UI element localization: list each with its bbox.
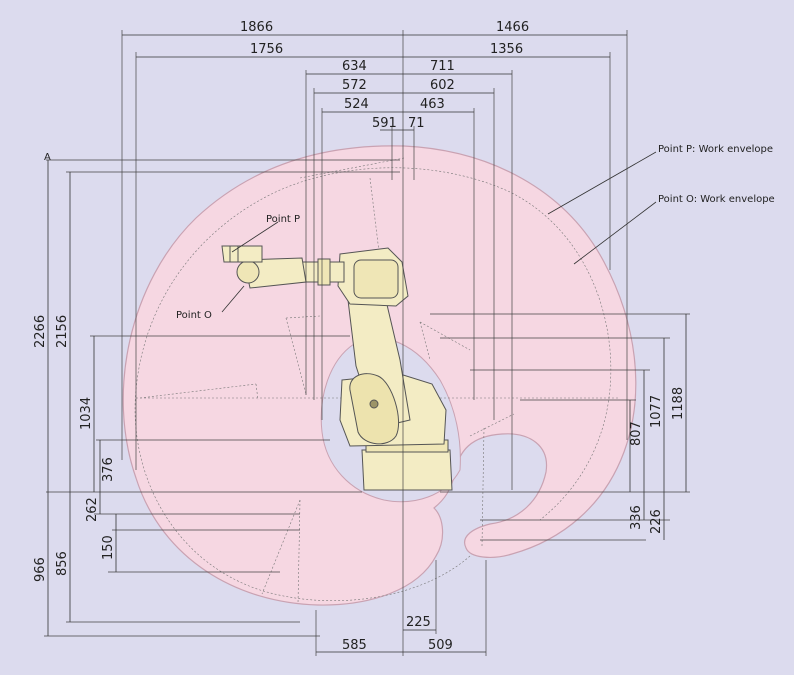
label-point-p: Point P — [266, 214, 300, 225]
dim-634: 634 — [342, 59, 367, 74]
label-leaders — [221, 151, 657, 313]
dim-602: 602 — [430, 78, 455, 93]
dim-509: 509 — [428, 638, 453, 653]
left-dimension-lines: A — [44, 152, 400, 637]
dim-1866: 1866 — [240, 20, 273, 35]
dim-1034: 1034 — [79, 397, 94, 430]
bottom-dimension-lines — [315, 560, 487, 656]
label-point-o: Point O — [176, 310, 212, 321]
dim-2156: 2156 — [55, 315, 70, 348]
top-dimension-lines — [121, 30, 628, 656]
reference-mark-a: A — [44, 152, 51, 163]
dim-1077: 1077 — [649, 395, 664, 428]
dim-591: 591 — [372, 116, 397, 131]
robot-joint-bolt — [369, 399, 379, 409]
label-point-p-envelope: Point P: Work envelope — [658, 144, 773, 155]
dim-226: 226 — [649, 509, 664, 534]
dim-336: 336 — [629, 505, 644, 530]
dim-262: 262 — [85, 497, 100, 522]
robot-housing-panel — [353, 259, 399, 299]
robot-joint-plate — [349, 373, 400, 445]
dim-2266: 2266 — [33, 315, 48, 348]
dim-711: 711 — [430, 59, 455, 74]
robot-forearm-joint — [317, 258, 331, 286]
work-envelope-point-o — [134, 167, 612, 602]
dim-524: 524 — [344, 97, 369, 112]
dim-1756: 1756 — [250, 42, 283, 57]
label-point-o-envelope: Point O: Work envelope — [658, 194, 775, 205]
right-dimension-lines — [430, 313, 690, 541]
dim-463: 463 — [420, 97, 445, 112]
dim-1188: 1188 — [671, 387, 686, 420]
robot-illustration — [221, 245, 453, 491]
robot-tool-flange — [221, 245, 263, 263]
dim-585: 585 — [342, 638, 367, 653]
dim-1466: 1466 — [496, 20, 529, 35]
dim-966: 966 — [33, 557, 48, 582]
dim-807: 807 — [629, 421, 644, 446]
dim-225: 225 — [406, 615, 431, 630]
dim-1356: 1356 — [490, 42, 523, 57]
robot-wrist-joint — [236, 260, 260, 284]
dim-150: 150 — [101, 535, 116, 560]
dim-71: 71 — [408, 116, 425, 131]
dim-856: 856 — [55, 551, 70, 576]
dim-376: 376 — [101, 457, 116, 482]
robot-base — [361, 449, 453, 491]
dim-572: 572 — [342, 78, 367, 93]
